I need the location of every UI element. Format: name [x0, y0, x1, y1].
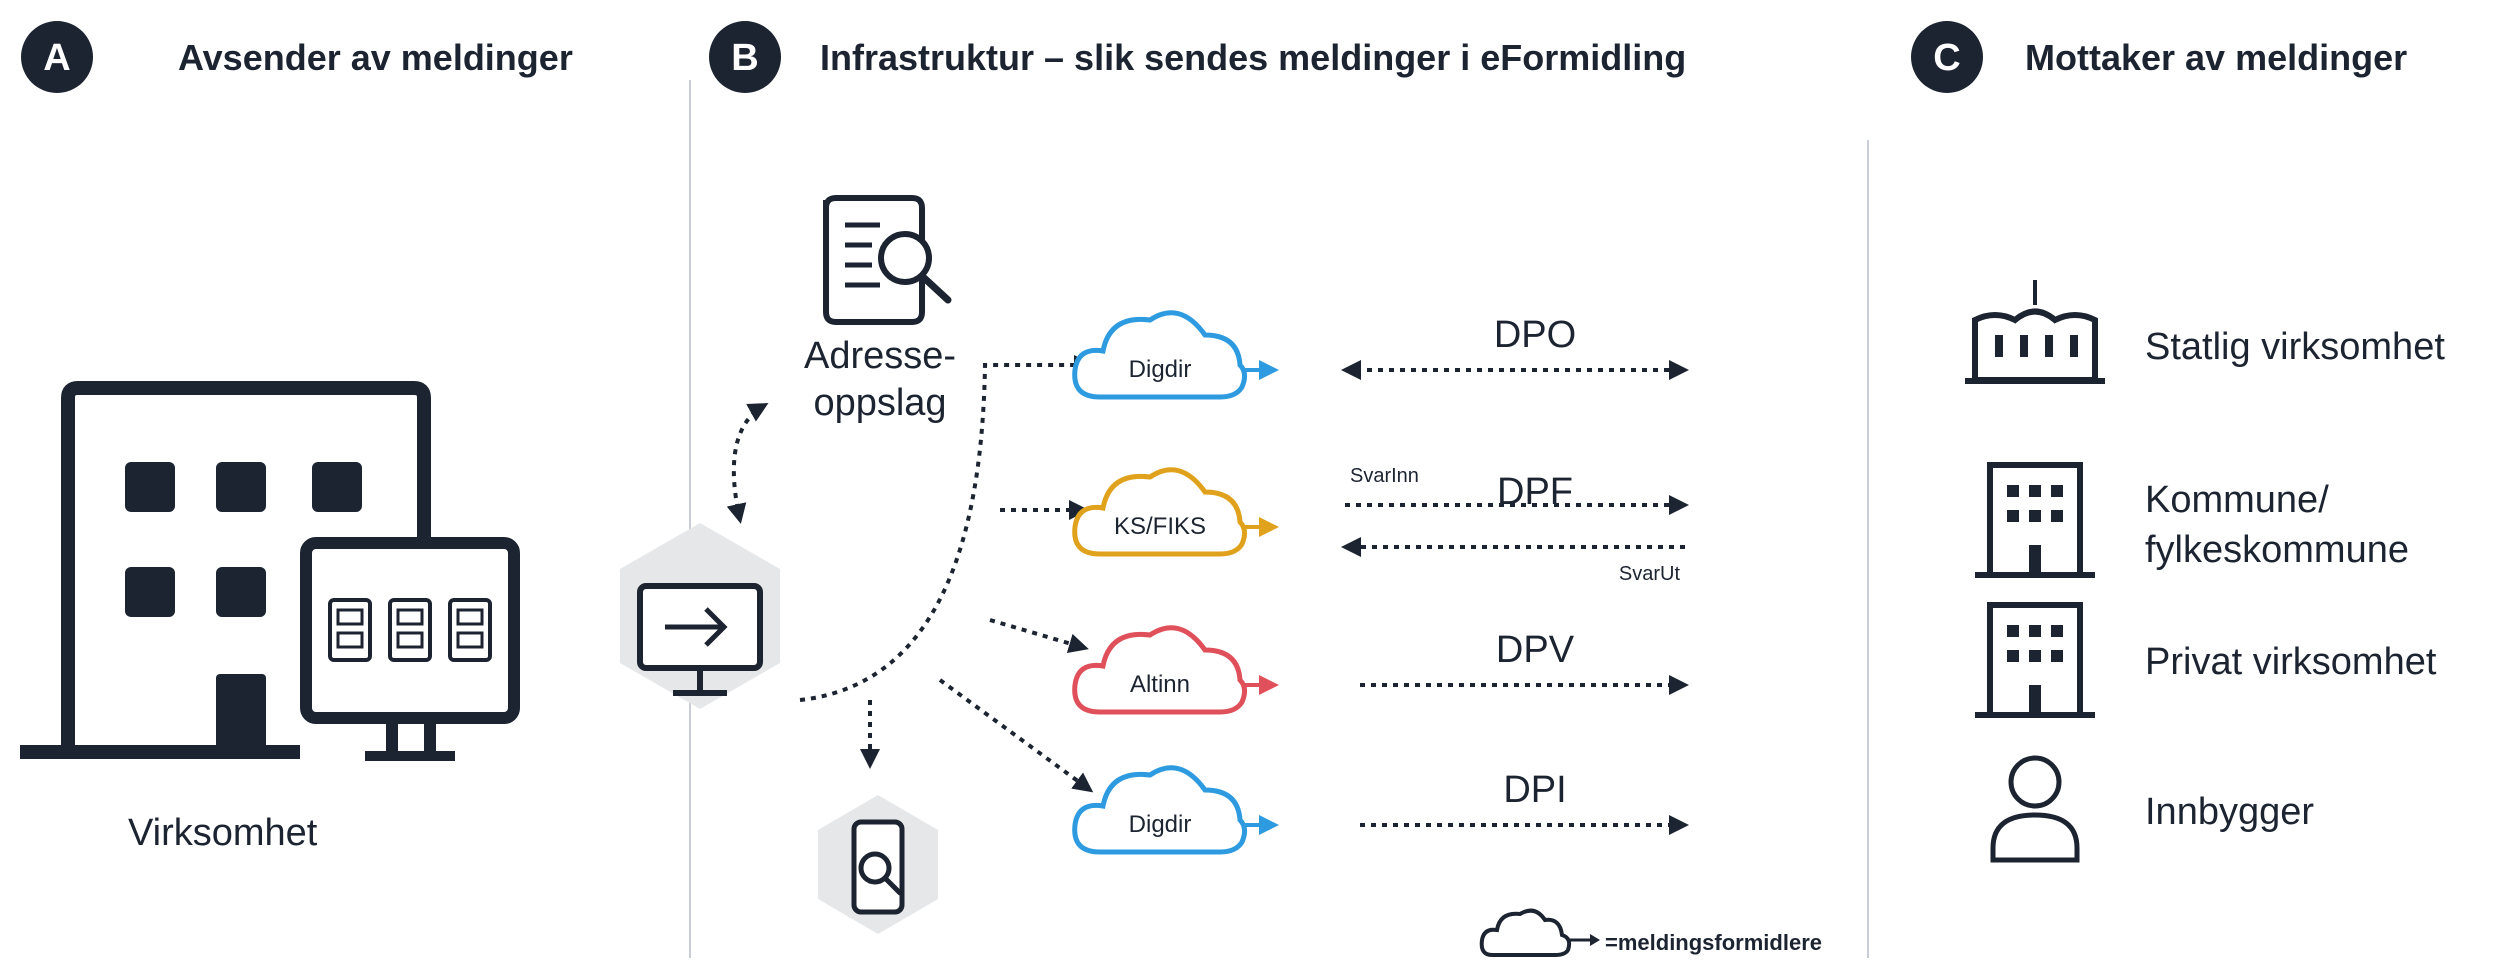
- receiver-label: Privat virksomhet: [2145, 641, 2437, 683]
- government-building-icon: [1965, 280, 2105, 384]
- channel-dpv: Altinn DPV: [1072, 625, 1689, 715]
- cloud-icon: [1072, 765, 1248, 855]
- phone-search-icon: [818, 795, 938, 934]
- receiver-item: Statlig virksomhet: [1965, 280, 2445, 384]
- file-cabinet-icon: [328, 598, 492, 662]
- connector-dpi: [938, 678, 1094, 793]
- section-b-header: B Infrastruktur – slik sendes meldinger …: [709, 21, 1686, 93]
- section-c-title: Mottaker av meldinger: [2025, 37, 2407, 78]
- address-lookup-label-1: Adresse-: [804, 335, 956, 377]
- badge-a-label: A: [43, 37, 70, 79]
- section-a-header: A Avsender av meldinger: [21, 21, 573, 93]
- lookup-connector: [726, 403, 769, 524]
- send-hub-icon: [620, 523, 780, 709]
- receiver-label: Statlig virksomhet: [2145, 326, 2445, 368]
- section-a-title: Avsender av meldinger: [178, 37, 573, 78]
- badge-b-label: B: [731, 37, 758, 79]
- document-search-icon: [823, 195, 952, 325]
- channel-code-label: DPO: [1494, 314, 1576, 356]
- connector-dpv: [989, 618, 1089, 654]
- receiver-item: Privat virksomhet: [1975, 602, 2437, 718]
- sender-label: Virksomhet: [128, 812, 318, 854]
- legend-cloud-icon: [1479, 908, 1572, 957]
- channel-code-label: DPI: [1503, 769, 1566, 811]
- section-c-header: C Mottaker av meldinger: [1911, 21, 2407, 93]
- cloud-icon: [1072, 625, 1248, 715]
- receiver-label: Innbygger: [2145, 791, 2314, 833]
- receivers: Statlig virksomhetKommune/fylkeskommuneP…: [1965, 280, 2445, 863]
- cloud-label: Digdir: [1129, 811, 1192, 838]
- badge-b: [709, 21, 781, 93]
- legend-label: =meldingsformidlere: [1605, 930, 1822, 955]
- badge-c-label: C: [1933, 37, 1960, 79]
- sub-in-label: SvarInn: [1350, 465, 1419, 487]
- channel-dpi: Digdir DPI: [1072, 765, 1689, 855]
- sub-out-label: SvarUt: [1619, 563, 1681, 585]
- sender-monitor-icon: [300, 537, 520, 761]
- office-building-icon: [1975, 602, 2095, 718]
- connectors: [726, 355, 1094, 793]
- channels: DigdirDPOKS/FIKSDPFSvarInnSvarUtAltinnDP…: [1072, 310, 1689, 855]
- badge-c: [1911, 21, 1983, 93]
- channel-code-label: DPV: [1496, 629, 1575, 671]
- receiver-item: Kommune/fylkeskommune: [1975, 462, 2409, 578]
- section-b-title: Infrastruktur – slik sendes meldinger i …: [820, 37, 1686, 78]
- channel-dpo: Digdir DPO: [1072, 310, 1689, 400]
- sender-building-icon: [20, 381, 431, 759]
- receiver-label-2: fylkeskommune: [2145, 529, 2409, 571]
- receiver-item: Innbygger: [1990, 755, 2314, 863]
- cloud-label: Altinn: [1130, 671, 1190, 698]
- person-icon: [1990, 755, 2080, 863]
- cloud-label: KS/FIKS: [1114, 513, 1206, 540]
- legend: =meldingsformidlere: [1479, 908, 1822, 957]
- cloud-icon: [1072, 467, 1248, 557]
- cloud-label: Digdir: [1129, 356, 1192, 383]
- address-lookup-label-2: oppslag: [813, 382, 946, 424]
- office-building-icon: [1975, 462, 2095, 578]
- cloud-icon: [1072, 310, 1248, 400]
- badge-a: [21, 21, 93, 93]
- receiver-label: Kommune/: [2145, 479, 2329, 521]
